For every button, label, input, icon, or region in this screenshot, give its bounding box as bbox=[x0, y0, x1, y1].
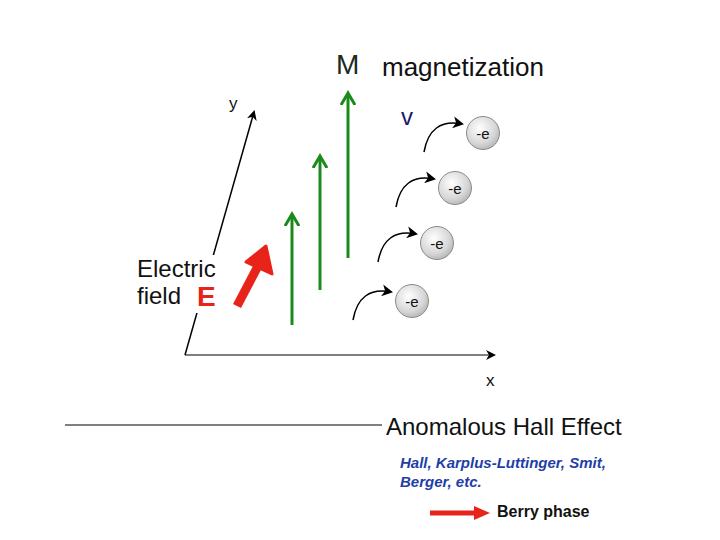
trajectory-arrow bbox=[424, 123, 462, 152]
trajectory-arrow bbox=[378, 233, 416, 262]
electron-label: -e bbox=[448, 180, 461, 197]
x-axis bbox=[185, 354, 494, 355]
magnetization-arrow bbox=[291, 216, 294, 325]
field-symbol: E bbox=[196, 281, 217, 313]
diagram-title: Anomalous Hall Effect bbox=[386, 413, 622, 441]
legend-text: Berry phase bbox=[497, 503, 590, 521]
electron-circle: -e bbox=[420, 226, 454, 260]
electron-label: -e bbox=[405, 293, 418, 310]
magnetization-arrow bbox=[347, 95, 350, 258]
electron-label: -e bbox=[476, 125, 489, 142]
field-arrow-head bbox=[246, 246, 272, 274]
trajectory-arrow bbox=[353, 291, 391, 320]
field-arrow-shaft bbox=[237, 266, 258, 306]
electron-circle: -e bbox=[466, 116, 500, 150]
electron-label: -e bbox=[430, 235, 443, 252]
magnetization-symbol: M bbox=[336, 49, 359, 81]
magnetization-label: magnetization bbox=[382, 52, 544, 83]
axis-label: y bbox=[229, 94, 238, 114]
electron-circle: -e bbox=[438, 171, 472, 205]
legend-arrow-sample bbox=[430, 511, 476, 516]
divider-line bbox=[65, 425, 382, 426]
axis-label: x bbox=[486, 371, 495, 391]
legend-arrow-sample bbox=[474, 506, 490, 520]
electron-circle: -e bbox=[395, 284, 429, 318]
reference-note: Hall, Karplus-Luttinger, Smit, Berger, e… bbox=[400, 453, 655, 491]
y-axis bbox=[185, 112, 254, 355]
magnetization-arrow bbox=[319, 158, 322, 290]
trajectory-arrow bbox=[396, 178, 434, 207]
velocity-symbol: v bbox=[401, 103, 413, 131]
